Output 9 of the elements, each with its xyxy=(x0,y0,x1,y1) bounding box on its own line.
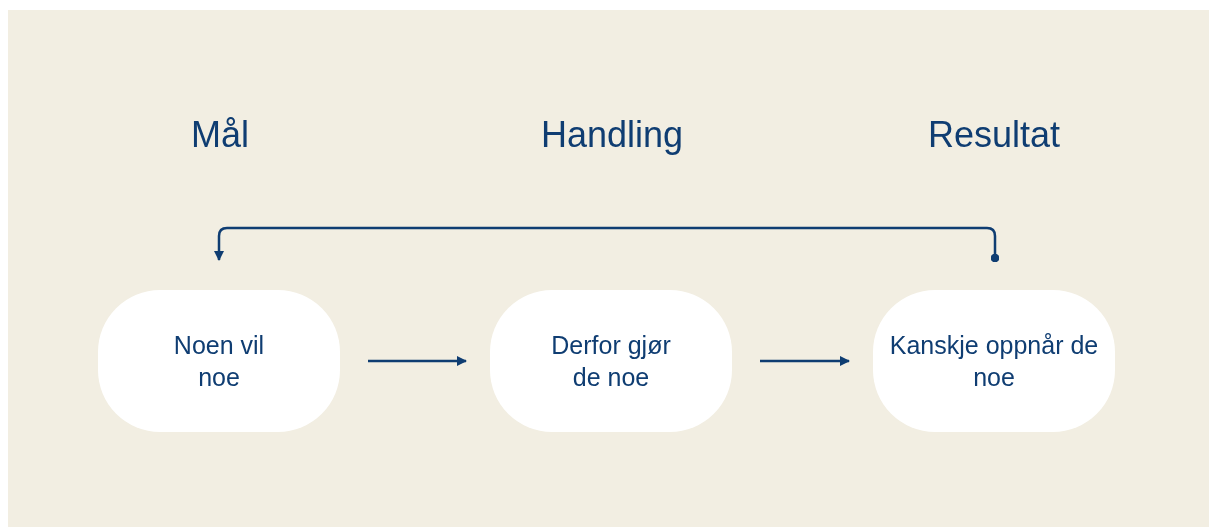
arrow xyxy=(214,226,1000,263)
column-heading: Mål xyxy=(190,114,250,156)
arrow xyxy=(760,356,850,366)
box-text: Derfor gjør de noe xyxy=(550,330,672,393)
box-text: Noen vil noe xyxy=(172,330,266,393)
box-text: Kanskje oppnår de noe xyxy=(888,330,1100,393)
arrow xyxy=(368,356,467,366)
column-heading: Handling xyxy=(539,114,685,156)
column-heading: Resultat xyxy=(926,114,1062,156)
